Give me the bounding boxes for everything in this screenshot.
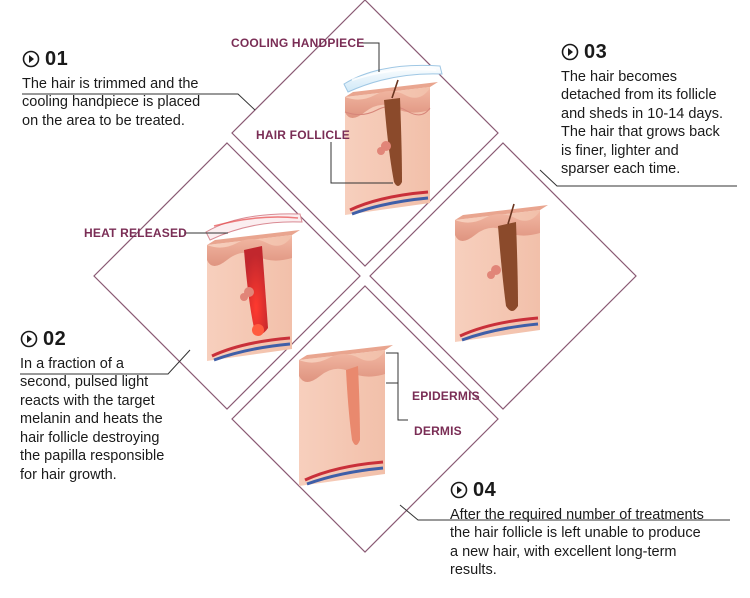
- step-4: 04 After the required number of treatmen…: [450, 479, 745, 580]
- leader-dermis: [386, 382, 408, 421]
- label-heat-released: HEAT RELEASED: [84, 226, 188, 240]
- step-3-header: 03: [561, 41, 746, 63]
- step-2: 02 In a fraction of a second, pulsed lig…: [20, 328, 220, 484]
- label-epidermis: EPIDERMIS: [412, 389, 480, 403]
- step-4-number: 04: [473, 479, 497, 501]
- step-1-header: 01: [22, 48, 252, 70]
- step-4-text: After the required number of treatments …: [450, 506, 704, 579]
- step-2-number: 02: [43, 328, 67, 350]
- leader-step-2: [20, 349, 191, 375]
- step-2-text: In a fraction of a second, pulsed light …: [20, 355, 165, 483]
- label-cooling-handpiece: COOLING HANDPIECE: [231, 36, 365, 50]
- label-dermis: DERMIS: [414, 424, 462, 438]
- leader-step-1: [22, 93, 256, 111]
- circled-arrow-right-icon: [22, 50, 40, 68]
- skin-block-3: [455, 203, 548, 342]
- circled-arrow-right-icon: [450, 481, 468, 499]
- skin-block-1: [343, 64, 443, 216]
- step-1: 01 The hair is trimmed and the cooling h…: [22, 48, 252, 130]
- step-4-header: 04: [450, 479, 745, 501]
- step-1-text: The hair is trimmed and the cooling hand…: [22, 75, 201, 129]
- circled-arrow-right-icon: [20, 330, 38, 348]
- step-3: 03 The hair becomes detached from its fo…: [561, 41, 746, 179]
- leader-cooling-handpiece: [359, 42, 380, 72]
- step-3-number: 03: [584, 41, 608, 63]
- leader-hair-follicle: [330, 142, 393, 184]
- leader-step-3: [539, 169, 737, 187]
- skin-block-2: [205, 213, 303, 362]
- circled-arrow-right-icon: [561, 43, 579, 61]
- step-3-text: The hair becomes detached from its folli…: [561, 68, 724, 178]
- label-hair-follicle: HAIR FOLLICLE: [256, 128, 350, 142]
- step-2-header: 02: [20, 328, 220, 350]
- leader-step-4: [399, 504, 730, 521]
- skin-block-4: [299, 345, 393, 486]
- step-1-number: 01: [45, 48, 69, 70]
